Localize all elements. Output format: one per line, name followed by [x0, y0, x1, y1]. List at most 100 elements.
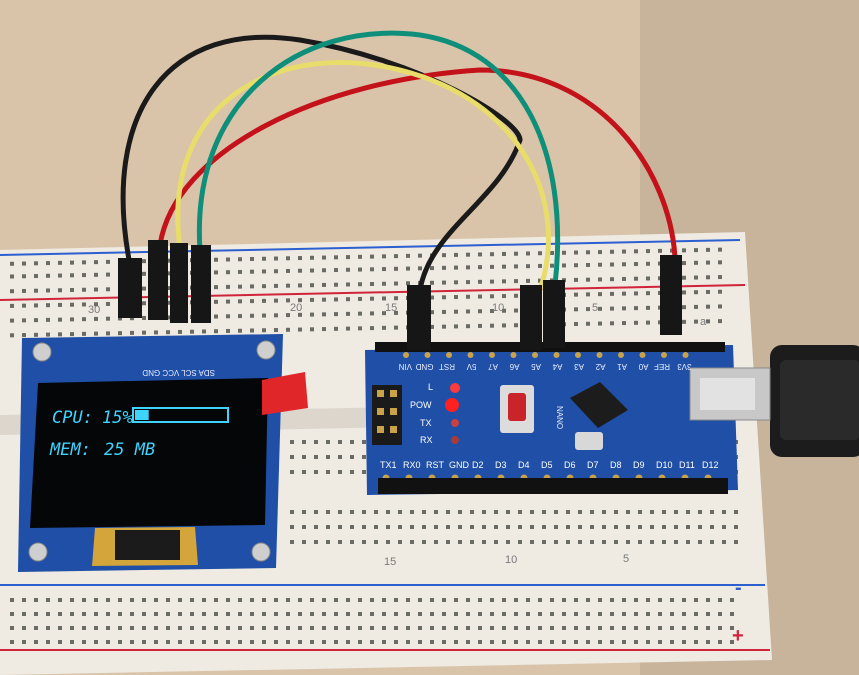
breadboard-hole [674, 510, 678, 514]
usb-cable [770, 345, 859, 457]
breadboard-hole [442, 640, 446, 644]
top-rail-blue [0, 239, 741, 256]
breadboard-hole [34, 303, 38, 308]
nano-top-pin-label: A0 [638, 362, 648, 371]
breadboard-hole [454, 640, 458, 644]
nano-top-pin-pad [596, 352, 603, 358]
breadboard-hole [574, 612, 578, 616]
breadboard-hole [358, 640, 362, 644]
breadboard-hole [214, 612, 218, 616]
breadboard-hole [586, 598, 590, 602]
nano-bottom-pin-label: D2 [472, 460, 484, 470]
breadboard-hole [118, 316, 122, 321]
breadboard-hole [302, 510, 306, 514]
breadboard-hole [250, 598, 254, 602]
breadboard-hole [286, 612, 290, 616]
breadboard-hole [514, 264, 518, 269]
breadboard-hole [302, 440, 306, 444]
breadboard-hole [686, 510, 690, 514]
breadboard-hole [326, 440, 330, 444]
breadboard-hole [346, 612, 350, 616]
breadboard-hole [626, 540, 630, 544]
breadboard-hole [250, 299, 254, 304]
breadboard-hole [610, 612, 614, 616]
breadboard-hole [406, 266, 410, 271]
breadboard-hole [694, 640, 698, 644]
breadboard-hole [734, 540, 738, 544]
breadboard-hole [706, 260, 710, 265]
breadboard-hole [506, 540, 510, 544]
breadboard-hole [58, 317, 62, 322]
breadboard-hole [406, 640, 410, 644]
breadboard-hole [290, 470, 294, 474]
breadboard-hole [682, 598, 686, 602]
breadboard-hole [622, 321, 626, 326]
breadboard-hole [190, 626, 194, 630]
breadboard-hole [362, 525, 366, 529]
breadboard-hole [430, 295, 434, 300]
breadboard-hole [46, 317, 50, 322]
breadboard-hole [274, 328, 278, 333]
breadboard-hole [250, 257, 254, 261]
row-number-10: 10 [492, 302, 504, 314]
breadboard-hole [70, 260, 74, 265]
breadboard-hole [370, 626, 374, 630]
breadboard-hole [382, 267, 386, 272]
breadboard-hole [362, 510, 366, 514]
breadboard-hole [710, 540, 714, 544]
breadboard-hole [346, 626, 350, 630]
breadboard-hole [406, 253, 410, 258]
breadboard-hole [634, 276, 638, 281]
breadboard-hole [326, 510, 330, 514]
breadboard-hole [298, 256, 302, 261]
breadboard-hole [370, 296, 374, 301]
breadboard-hole [610, 306, 614, 311]
minus-sign: - [735, 577, 742, 599]
breadboard-hole [382, 296, 386, 301]
breadboard-hole [46, 261, 50, 266]
breadboard-hole [454, 626, 458, 630]
nano-bottom-pin-label: TX1 [380, 460, 397, 470]
breadboard-hole [394, 281, 398, 286]
breadboard-hole [526, 612, 530, 616]
led-label-pow: POW [410, 400, 432, 410]
breadboard-hole [610, 321, 614, 326]
breadboard-hole [82, 612, 86, 616]
breadboard-hole [538, 626, 542, 630]
breadboard-hole [598, 306, 602, 311]
breadboard-hole [550, 612, 554, 616]
breadboard-hole [314, 470, 318, 474]
breadboard-hole [454, 265, 458, 270]
breadboard-hole [478, 640, 482, 644]
nano-bottom-pin-label: RX0 [403, 460, 421, 470]
breadboard-hole [682, 626, 686, 630]
breadboard-hole [142, 315, 146, 320]
breadboard-hole [166, 612, 170, 616]
breadboard-hole [214, 314, 218, 319]
breadboard-hole [598, 321, 602, 326]
breadboard-hole [238, 257, 242, 262]
breadboard-hole [490, 252, 494, 257]
breadboard-hole [142, 612, 146, 616]
breadboard-hole [382, 281, 386, 286]
breadboard-hole [434, 510, 438, 514]
breadboard-hole [286, 598, 290, 602]
breadboard-hole [358, 254, 362, 259]
breadboard-hole [454, 280, 458, 285]
breadboard-hole [214, 626, 218, 630]
breadboard-hole [214, 598, 218, 602]
breadboard-hole [490, 264, 494, 269]
nano-bottom-pin-label: D4 [518, 460, 530, 470]
bottom-number-10: 10 [505, 554, 517, 566]
breadboard-hole [310, 268, 314, 273]
breadboard-hole [382, 325, 386, 330]
breadboard-hole [386, 510, 390, 514]
breadboard-hole [274, 640, 278, 644]
breadboard-hole [502, 264, 506, 269]
breadboard-hole [286, 298, 290, 303]
breadboard-hole [262, 328, 266, 333]
breadboard-hole [562, 640, 566, 644]
breadboard-hole [154, 626, 158, 630]
breadboard-hole [406, 612, 410, 616]
breadboard-hole [238, 314, 242, 319]
